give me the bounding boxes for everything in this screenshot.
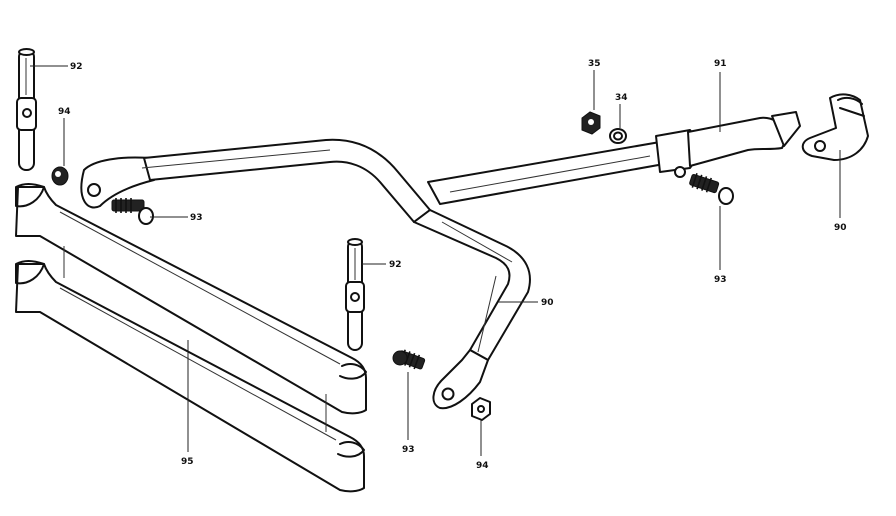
strap-lower — [15, 246, 365, 493]
rod-pin-middle — [345, 238, 365, 351]
callout-straps: 95 — [181, 457, 194, 467]
callout-bolt-right: 93 — [714, 275, 727, 285]
frame-u-bar — [80, 138, 531, 410]
callout-frame: 90 — [541, 298, 554, 308]
callout-rod-pin-upper: 92 — [70, 62, 83, 72]
callout-nut-upper-left: 94 — [58, 107, 71, 117]
washer-top — [609, 128, 627, 144]
callout-washer-top: 34 — [615, 93, 628, 103]
callout-rod-pin-middle: 92 — [389, 260, 402, 270]
bolt-left — [111, 198, 154, 225]
strap-upper — [15, 183, 367, 415]
tube-rod — [427, 111, 801, 205]
callout-bracket: 90 — [834, 223, 847, 233]
bolt-right — [689, 173, 734, 205]
nut-top — [581, 111, 601, 135]
callout-bolt-left: 93 — [190, 213, 203, 223]
callout-nut-lower: 94 — [476, 461, 489, 471]
callout-tube-rod: 91 — [714, 59, 727, 69]
callout-nut-top: 35 — [588, 59, 601, 69]
nut-lower — [471, 397, 491, 421]
bracket — [801, 93, 869, 161]
nut-upper-left — [51, 166, 69, 186]
rod-pin-upper — [16, 48, 37, 171]
bolt-lower — [392, 349, 426, 370]
callout-bolt-lower: 93 — [402, 445, 415, 455]
